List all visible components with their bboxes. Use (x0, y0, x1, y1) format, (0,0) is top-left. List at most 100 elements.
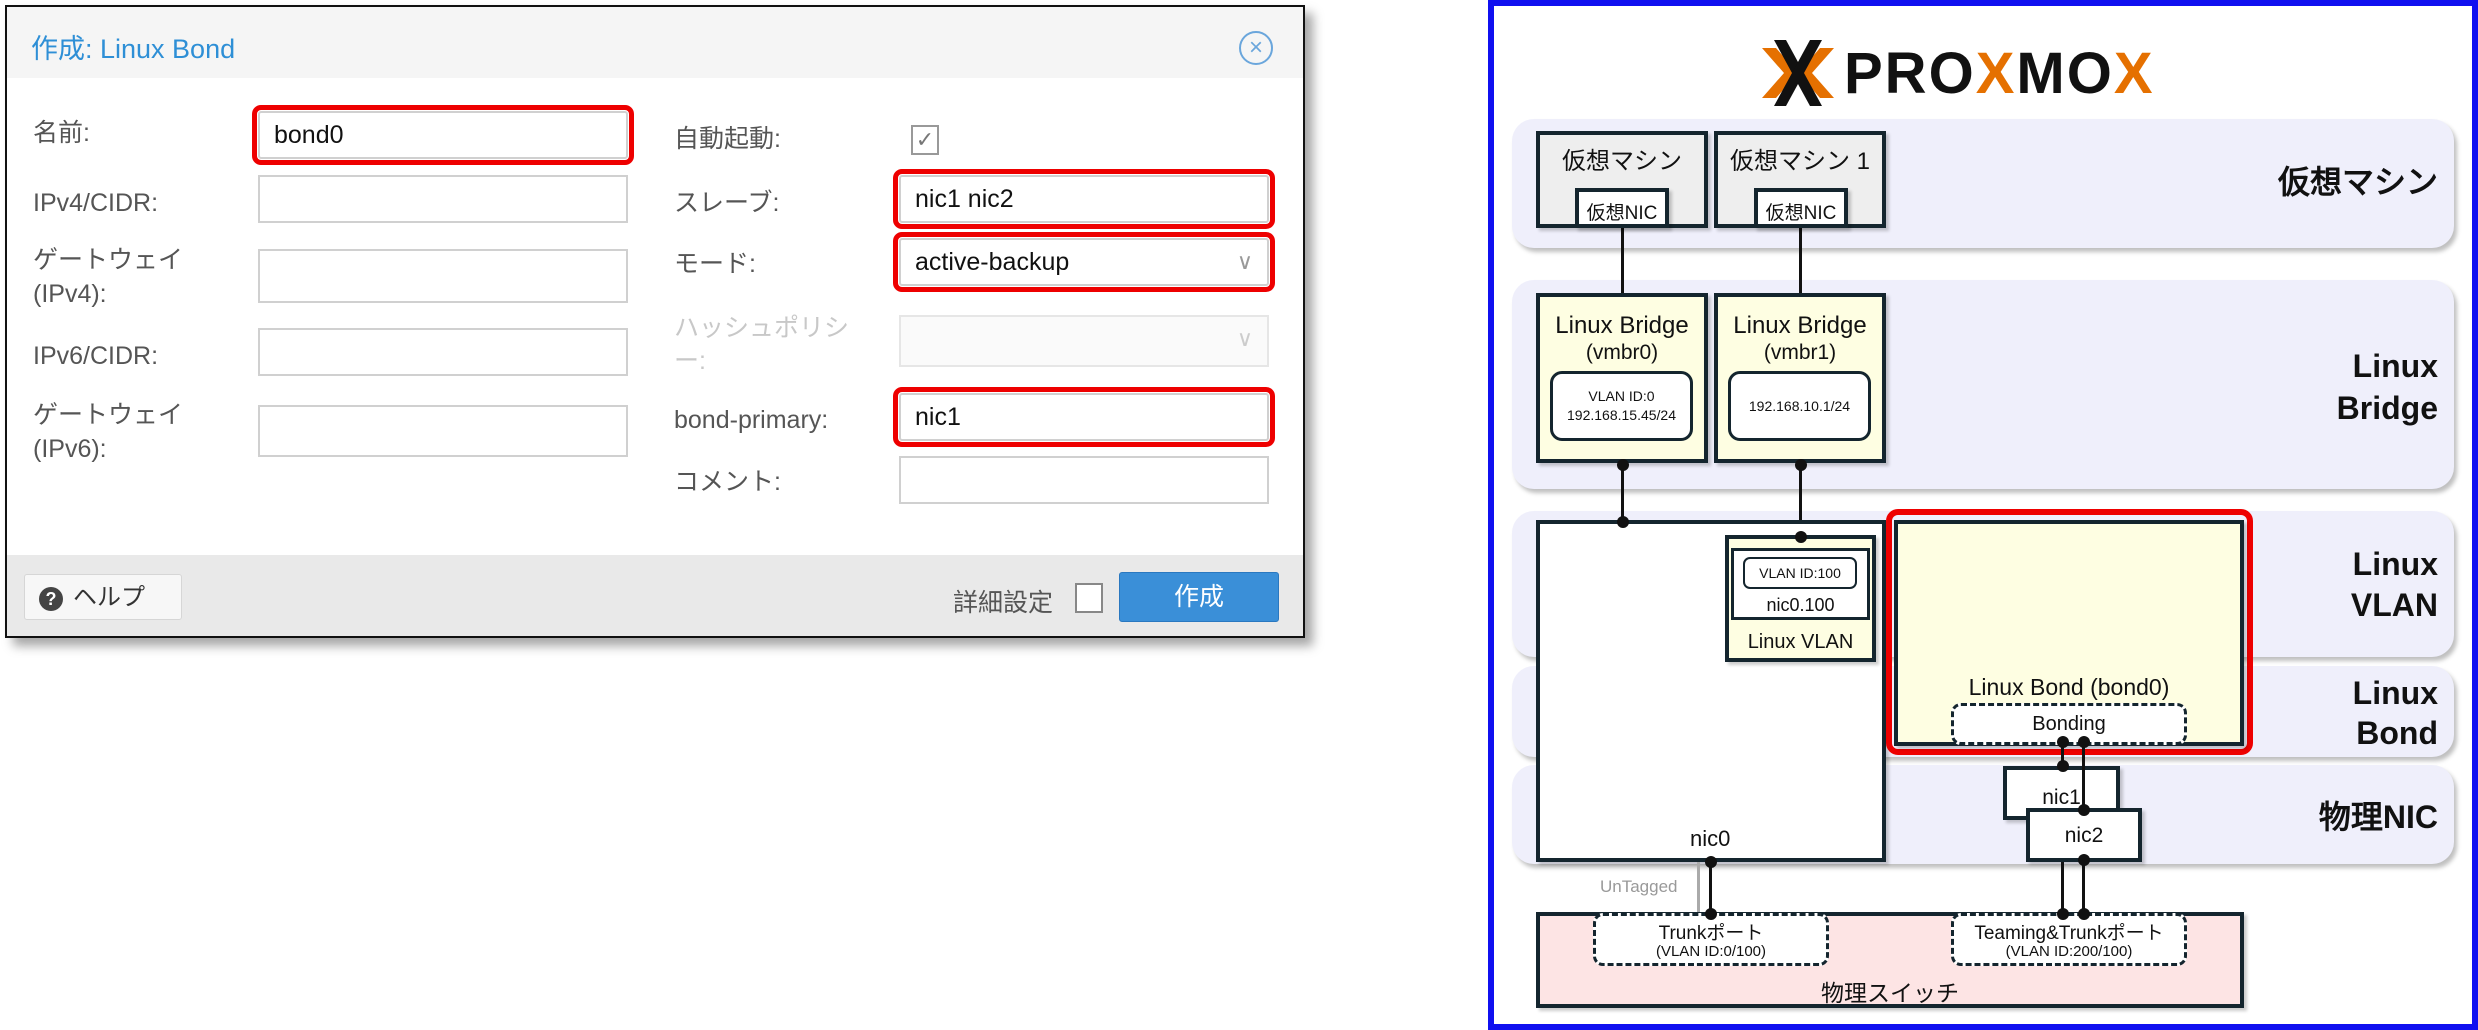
bond-primary-input[interactable]: nic1 (893, 387, 1275, 447)
name-label: 名前: (33, 119, 90, 147)
bridge-ip: 192.168.15.45/24 (1567, 407, 1676, 423)
comment-input[interactable] (899, 456, 1269, 504)
teaming-port-vlan: (VLAN ID:200/100) (2005, 943, 2133, 960)
slaves-label: スレーブ: (674, 189, 780, 217)
bond-primary-label: bond-primary: (674, 406, 829, 434)
teaming-trunk-port-box: Teaming&Trunkポート (VLAN ID:200/100) (1951, 913, 2187, 966)
create-button[interactable]: 作成 (1119, 572, 1279, 622)
virtual-nic-label: 仮想NIC (1765, 203, 1837, 224)
connector-line (1799, 463, 1802, 537)
connector-dot (2078, 736, 2090, 748)
untagged-line (1697, 862, 1700, 912)
connector-dot (2078, 854, 2090, 866)
vlan-device: nic0.100 (1766, 595, 1835, 615)
ipv6-cidr-label: IPv6/CIDR: (33, 342, 159, 370)
help-label: ヘルプ (73, 584, 145, 611)
untagged-label: UnTagged (1600, 877, 1678, 896)
connector-line (2082, 858, 2085, 914)
create-linux-bond-dialog: 作成: Linux Bond × 名前: bond0 IPv4/CIDR: ゲー… (5, 5, 1305, 638)
bridge-ip: 192.168.10.1/24 (1748, 398, 1851, 414)
connector-dot (1617, 459, 1629, 471)
vm-name: 仮想マシン (1562, 148, 1682, 175)
connector-line (1799, 228, 1802, 294)
connector-dot (1705, 856, 1717, 868)
dialog-titlebar: 作成: Linux Bond × (7, 7, 1303, 78)
vlan-id-box: VLAN ID:100 (1743, 557, 1857, 589)
mode-value: active-backup (915, 248, 1070, 276)
gateway-ipv4-input[interactable] (258, 249, 628, 303)
layer-label-vlan-2: VLAN (2350, 587, 2438, 623)
connector-dot (2057, 908, 2069, 920)
connector-line (2061, 742, 2064, 770)
connector-dot (1705, 908, 1717, 920)
ipv6-cidr-input[interactable] (258, 328, 628, 376)
connector-line (1709, 862, 1712, 914)
connector-line (2082, 742, 2085, 812)
layer-label-bridge-1: Linux (2352, 348, 2438, 384)
vm-box: 仮想マシン (1536, 131, 1708, 228)
connector-dot (2078, 804, 2090, 816)
trunk-port-box: Trunkポート (VLAN ID:0/100) (1593, 913, 1829, 966)
ipv4-cidr-label: IPv4/CIDR: (33, 189, 159, 217)
close-icon[interactable]: × (1239, 31, 1273, 65)
proxmox-wordmark: PROXMOX (1844, 41, 2155, 106)
switch-label: 物理スイッチ (1821, 980, 1959, 1006)
dialog-title: 作成: Linux Bond (31, 34, 236, 64)
bridge-name: Linux Bridge (1733, 312, 1867, 339)
vm-box: 仮想マシン 1 (1714, 131, 1886, 228)
comment-label: コメント: (674, 468, 781, 496)
proxmox-logo: PROXMOX (1760, 40, 2206, 106)
connector-dot (2057, 760, 2069, 772)
connector-dot (1795, 531, 1807, 543)
virtual-nic-box: 仮想NIC (1575, 188, 1669, 228)
gateway-ipv6-input[interactable] (258, 405, 628, 457)
slaves-input[interactable]: nic1 nic2 (893, 169, 1275, 229)
gateway-ipv6-label: ゲートウェイ (33, 401, 184, 429)
nic1-label: nic1 (2042, 786, 2081, 809)
proxmox-x-icon (1762, 40, 1834, 106)
advanced-label: 詳細設定 (953, 589, 1054, 617)
hash-policy-select[interactable]: ∨ (899, 315, 1269, 367)
connector-dot (1795, 459, 1807, 471)
virtual-nic-box: 仮想NIC (1754, 188, 1848, 228)
vm-name: 仮想マシン 1 (1729, 148, 1870, 175)
question-circle-icon: ? (39, 587, 63, 611)
chevron-down-icon: ∨ (1236, 249, 1253, 274)
layer-label-nic: 物理NIC (2318, 799, 2438, 835)
bonding-label: Bonding (2032, 713, 2106, 735)
hash-policy-label-2: ー: (674, 347, 706, 375)
trunk-port-vlan: (VLAN ID:0/100) (1655, 943, 1767, 960)
linux-vlan-label: Linux VLAN (1747, 631, 1854, 653)
advanced-checkbox[interactable] (1075, 583, 1103, 613)
gateway-ipv6-label-2: (IPv6): (33, 435, 107, 463)
virtual-nic-label: 仮想NIC (1586, 203, 1658, 224)
layer-label-bond-1: Linux (2352, 675, 2438, 711)
nic2-label: nic2 (2064, 824, 2104, 847)
bridge-device: (vmbr0) (1585, 341, 1659, 364)
teaming-port-label: Teaming&Trunkポート (1974, 923, 2164, 944)
layer-label-vlan-1: Linux (2352, 546, 2438, 582)
bridge-name: Linux Bridge (1555, 312, 1689, 339)
help-button[interactable]: ? ヘルプ (24, 574, 182, 620)
mode-label: モード: (674, 250, 756, 278)
connector-line (1621, 463, 1624, 523)
bridge-config-box: 192.168.10.1/24 (1728, 371, 1871, 441)
layer-label-bridge-2: Bridge (2336, 390, 2438, 426)
hash-policy-label: ハッシュポリシ (674, 314, 850, 342)
bonding-box: Bonding (1951, 703, 2187, 745)
bond-highlight (1886, 509, 2253, 755)
connector-dot (2078, 908, 2090, 920)
connector-dot (2057, 736, 2069, 748)
vlan-id: VLAN ID:100 (1759, 565, 1841, 581)
mode-select[interactable]: active-backup ∨ (893, 232, 1275, 292)
autostart-checkbox[interactable]: ✓ (911, 125, 939, 155)
bridge-device: (vmbr1) (1763, 341, 1837, 364)
name-input[interactable]: bond0 (252, 105, 634, 165)
ipv4-cidr-input[interactable] (258, 175, 628, 223)
bridge-config-box: VLAN ID:0 192.168.15.45/24 (1550, 371, 1693, 441)
bond-name: Linux Bond (bond0) (1968, 674, 2170, 700)
connector-dot (1617, 516, 1629, 528)
dialog-footer: ? ヘルプ 詳細設定 作成 (7, 555, 1303, 636)
gateway-ipv4-label: ゲートウェイ (33, 246, 184, 274)
layer-label-vm: 仮想マシン (2277, 164, 2438, 200)
